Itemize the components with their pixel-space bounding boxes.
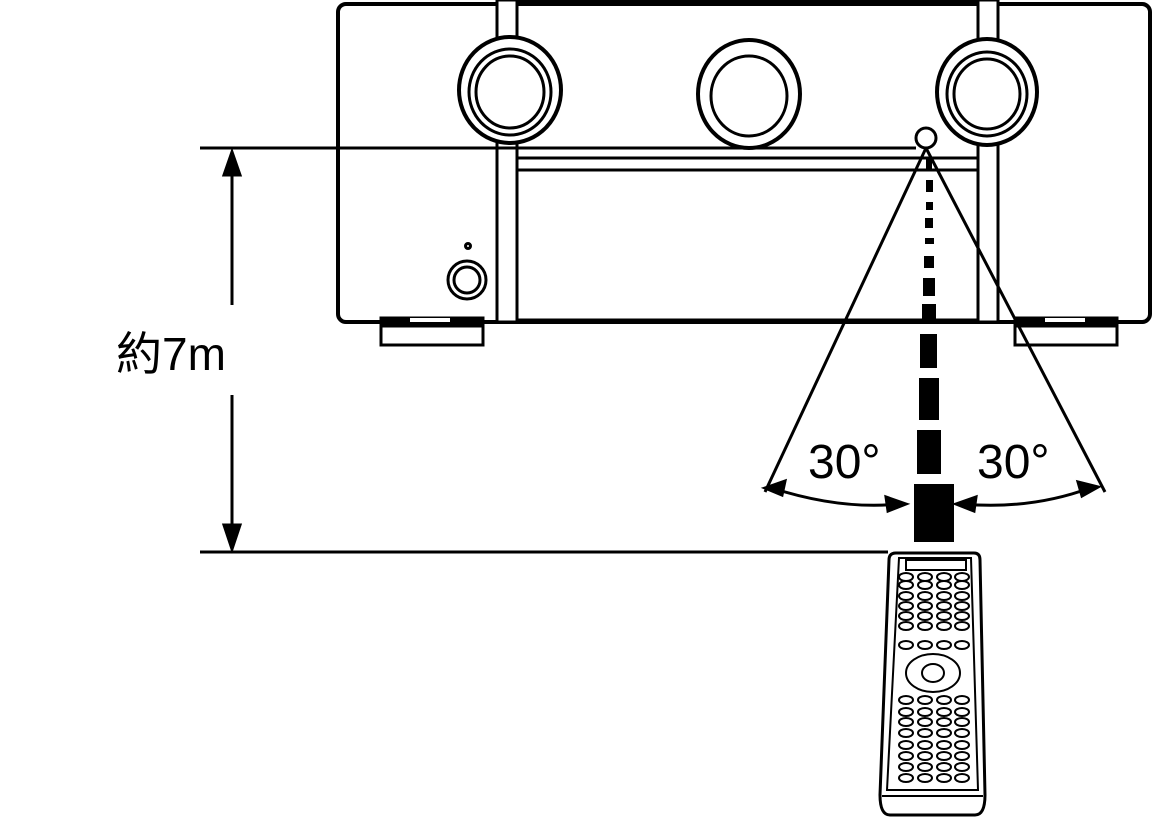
remote-button	[936, 740, 952, 750]
remote-button	[898, 728, 914, 738]
remote-button	[936, 762, 952, 772]
remote-button	[936, 707, 952, 717]
remote-button	[936, 773, 952, 783]
remote-button	[898, 601, 914, 611]
remote-button	[954, 695, 970, 705]
remote-button	[898, 640, 914, 650]
remote-button	[898, 621, 914, 631]
angle-label-left: 30°	[808, 436, 881, 489]
remote-button	[917, 695, 933, 705]
remote-button	[898, 773, 914, 783]
remote-button	[954, 640, 970, 650]
remote-button	[936, 640, 952, 650]
remote-button	[936, 621, 952, 631]
remote-button	[954, 621, 970, 631]
power-button-icon	[446, 259, 488, 301]
remote-button	[917, 591, 933, 601]
remote-button	[954, 728, 970, 738]
remote-button	[954, 580, 970, 590]
foot-left	[379, 316, 485, 347]
remote-button	[917, 601, 933, 611]
knob-right	[935, 37, 1039, 147]
remote-button	[917, 728, 933, 738]
remote-button	[954, 591, 970, 601]
remote-button	[954, 707, 970, 717]
ir-beam-cone	[763, 147, 1107, 493]
remote-button	[898, 591, 914, 601]
remote-sensor-icon	[914, 126, 938, 150]
remote-button	[898, 580, 914, 590]
remote-button	[954, 601, 970, 611]
ir-beam-icon	[914, 158, 954, 542]
remote-button	[917, 621, 933, 631]
remote-button	[954, 717, 970, 727]
remote-button	[898, 572, 914, 582]
angle-arrow-right	[951, 479, 1103, 514]
remote-button	[936, 580, 952, 590]
knob-left	[457, 35, 563, 145]
remote-button	[954, 762, 970, 772]
remote-button	[936, 751, 952, 761]
distance-arrow	[221, 147, 243, 554]
remote-button	[936, 717, 952, 727]
remote-button	[917, 717, 933, 727]
remote-control-icon	[878, 551, 987, 817]
remote-button	[954, 740, 970, 750]
remote-button	[917, 740, 933, 750]
remote-button	[917, 762, 933, 772]
remote-button	[898, 611, 914, 621]
remote-button	[917, 751, 933, 761]
remote-button	[917, 572, 933, 582]
remote-button	[954, 611, 970, 621]
remote-button	[917, 773, 933, 783]
remote-button	[898, 740, 914, 750]
remote-button	[936, 601, 952, 611]
remote-button	[898, 717, 914, 727]
remote-button	[954, 773, 970, 783]
remote-button	[917, 640, 933, 650]
knob-center	[696, 38, 802, 150]
remote-button	[936, 591, 952, 601]
remote-button	[936, 728, 952, 738]
distance-label: 約7m	[116, 328, 226, 380]
av-receiver	[336, 0, 1152, 347]
remote-button	[917, 707, 933, 717]
remote-button	[954, 751, 970, 761]
remote-button	[917, 580, 933, 590]
remote-button	[898, 695, 914, 705]
remote-button	[898, 707, 914, 717]
angle-label-right: 30°	[977, 436, 1050, 489]
remote-button	[936, 572, 952, 582]
remote-button	[936, 611, 952, 621]
foot-right	[1013, 316, 1119, 347]
angle-arrow-left	[760, 478, 911, 514]
remote-button	[954, 572, 970, 582]
remote-button	[898, 762, 914, 772]
remote-button	[898, 751, 914, 761]
remote-button	[936, 695, 952, 705]
remote-button	[917, 611, 933, 621]
